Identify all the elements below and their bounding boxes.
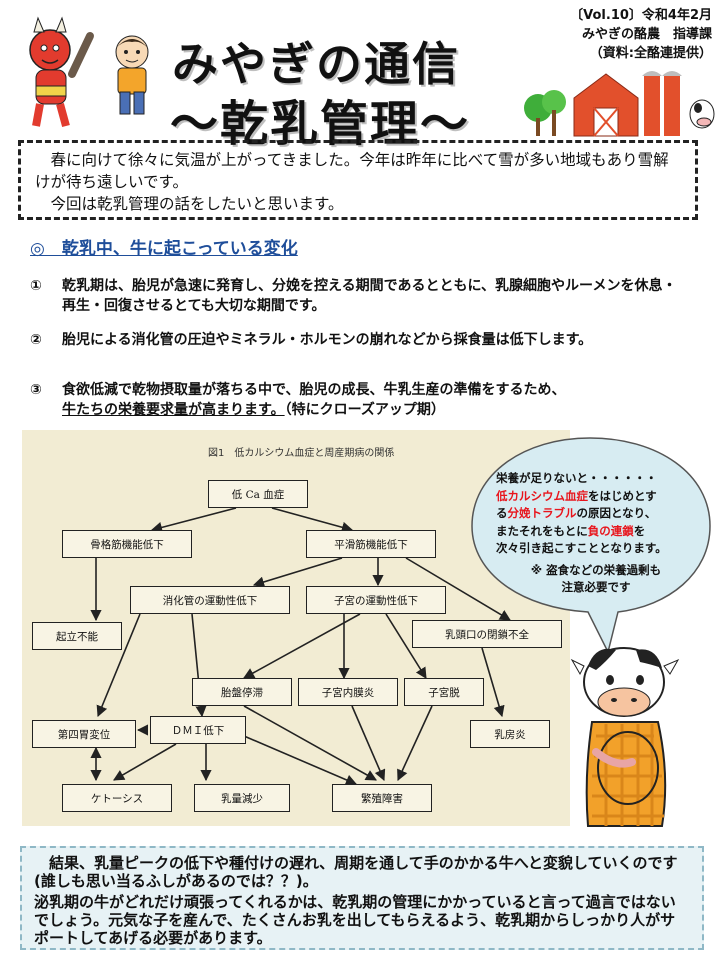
node-digestive-motility: 消化管の運動性低下	[130, 586, 290, 614]
bubble-note: ※ 盗食などの栄養過剰も	[530, 562, 662, 577]
node-displaced-abomasum: 第四胃変位	[32, 720, 136, 748]
bubble-text-part: またそれをもとに	[496, 523, 588, 538]
pregnant-cow-illustration-icon	[570, 647, 680, 827]
speech-bubble	[471, 437, 711, 655]
figure-title: 図1 低カルシウム血症と周産期病の関係	[208, 448, 395, 459]
item-text: 胎児による消化管の圧迫やミネラル・ホルモンの崩れなどから採食量は低下します。	[62, 332, 593, 348]
node-hypocalcemia: 低 Ca 血症	[208, 480, 308, 508]
item-number: ①	[30, 278, 42, 294]
intro-line: 今回は乾乳管理の話をしたいと思います。	[35, 195, 344, 213]
bubble-line: 栄養が足りないと・・・・・・	[496, 471, 657, 485]
node-dmi-decrease: ＤＭＩ低下	[150, 716, 246, 744]
intro-line: 春に向けて徐々に気温が上がってきました。今年は昨年に比べて雪が多い地域もあり雪解…	[35, 151, 669, 191]
bubble-line: 低カルシウム血症をはじめとす	[496, 488, 696, 506]
node-ketosis: ケトーシス	[62, 784, 172, 812]
barn-illustration-icon	[524, 71, 715, 137]
issue-number: 〔Vol.10〕令和4年2月	[570, 8, 712, 23]
list-item: ③ 食欲低減で乾物摂取量が落ちる中で、胎児の成長、牛乳生産の準備をするため、牛た…	[30, 380, 690, 420]
node-endometritis: 子宮内膜炎	[298, 678, 398, 706]
bubble-text-part: をはじめとす	[588, 488, 657, 503]
section-heading: ◎ 乾乳中、牛に起こっている変化	[30, 239, 298, 259]
page-title: みやぎの通信	[172, 37, 460, 91]
child-illustration-icon	[115, 35, 149, 115]
node-retained-placenta: 胎盤停滞	[192, 678, 292, 706]
bubble-highlight: 低カルシウム血症	[496, 488, 588, 503]
issue-info: 〔Vol.10〕令和4年2月 みやぎの酪農 指導課 （資料:全酪連提供）	[570, 6, 712, 63]
node-smooth-muscle: 平滑筋機能低下	[306, 530, 436, 558]
bubble-highlight: 負の連鎖	[587, 523, 634, 538]
item-text-underlined: 牛たちの栄養要求量が高まります。	[62, 402, 285, 418]
item-text-part: 食欲低減で乾物摂取量が落ちる中で、胎児の成長、牛乳生産の準備をするため、	[62, 382, 566, 398]
bubble-text-part: の原因となり、	[576, 506, 657, 520]
node-uterine-motility: 子宮の運動性低下	[306, 586, 446, 614]
bubble-text-part: る	[496, 506, 508, 520]
node-fertility-disorder: 繁殖障害	[332, 784, 432, 812]
bubble-line: 次々引き起こすこととなります。	[496, 541, 667, 555]
intro-box: 春に向けて徐々に気温が上がってきました。今年は昨年に比べて雪が多い地域もあり雪解…	[18, 140, 698, 220]
bubble-note: 注意必要です	[561, 580, 631, 594]
oni-illustration-icon	[29, 16, 94, 128]
node-uterine-prolapse: 子宮脱	[404, 678, 484, 706]
item-text-note: （特にクローズアップ期）	[284, 402, 445, 418]
bubble-text: 栄養が足りないと・・・・・・ 低カルシウム血症をはじめとす る分娩トラブルの原因…	[496, 470, 696, 597]
item-number: ③	[30, 382, 42, 398]
node-mastitis: 乳房炎	[470, 720, 550, 748]
conclusion-box: 結果、乳量ピークの低下や種付けの遅れ、周期を通して手のかかる牛へと変貌していくの…	[20, 846, 704, 950]
publisher: みやぎの酪農 指導課	[581, 27, 712, 42]
source-credit: （資料:全酪連提供）	[589, 46, 712, 61]
bubble-text-part: を	[633, 523, 646, 538]
list-item: ② 胎児による消化管の圧迫やミネラル・ホルモンの崩れなどから採食量は低下します。	[30, 330, 690, 350]
node-downer: 起立不能	[32, 622, 122, 650]
node-skeletal-muscle: 骨格筋機能低下	[62, 530, 192, 558]
item-number: ②	[30, 332, 42, 348]
list-item: ① 乾乳期は、胎児が急速に発育し、分娩を控える期間であるとともに、乳腺細胞やルー…	[30, 276, 690, 316]
conclusion-paragraph: 結果、乳量ピークの低下や種付けの遅れ、周期を通して手のかかる牛へと変貌していくの…	[34, 854, 678, 890]
bubble-line: またそれをもとに負の連鎖を	[496, 523, 696, 541]
node-milk-drop: 乳量減少	[194, 784, 290, 812]
item-text: 乾乳期は、胎児が急速に発育し、分娩を控える期間であるとともに、乳腺細胞やルーメン…	[62, 278, 677, 314]
item-text: 食欲低減で乾物摂取量が落ちる中で、胎児の成長、牛乳生産の準備をするため、牛たちの…	[62, 380, 690, 420]
node-teat-closure: 乳頭口の閉鎖不全	[412, 620, 562, 648]
conclusion-paragraph: 泌乳期の牛がどれだけ頑張ってくれるかは、乾乳期の管理にかかっていると言って過言で…	[34, 893, 676, 947]
bubble-highlight: 分娩トラブル	[507, 506, 577, 520]
bubble-line: る分娩トラブルの原因となり、	[496, 505, 696, 523]
